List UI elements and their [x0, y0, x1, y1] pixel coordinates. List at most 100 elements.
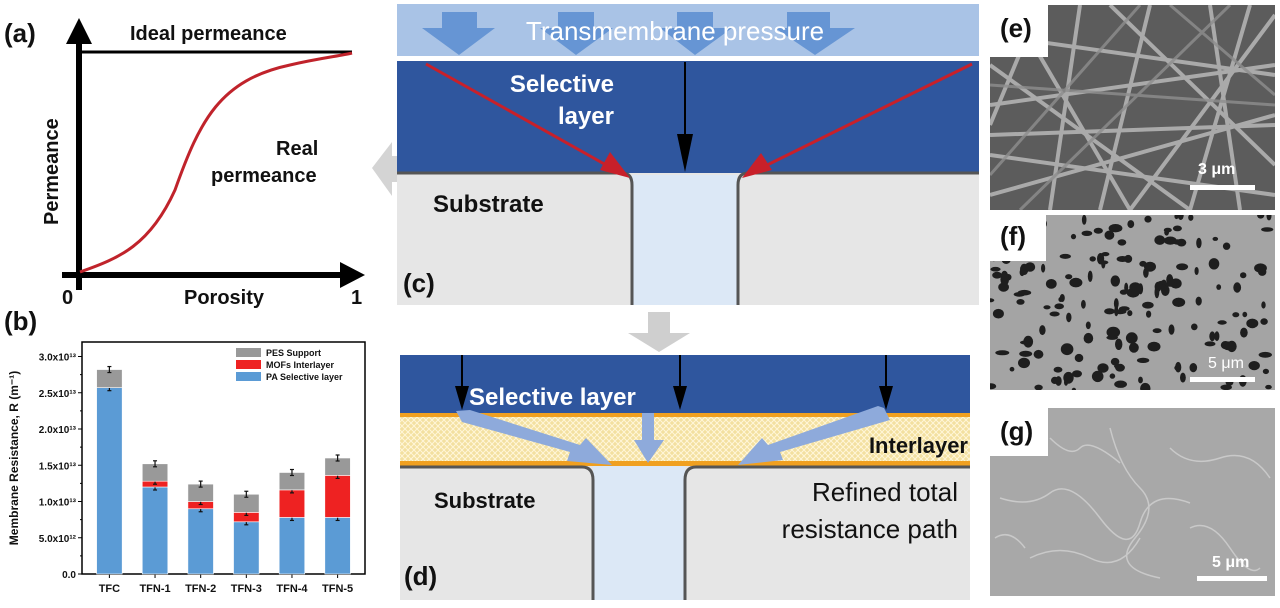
y-tick-label: 1.0x10¹³	[39, 498, 77, 509]
down-arrow-icon	[628, 312, 690, 352]
pore	[593, 466, 685, 600]
pore-hole	[1091, 370, 1104, 383]
pore-hole	[992, 308, 1004, 319]
scale-bar-g	[1197, 576, 1267, 581]
pore-hole	[1138, 376, 1143, 384]
pore-hole	[1109, 373, 1116, 379]
pore-hole	[1191, 323, 1198, 331]
pore-hole	[1039, 325, 1046, 336]
x-max-label: 1	[351, 287, 362, 309]
porous-texture	[990, 215, 1274, 390]
pore-hole	[1104, 230, 1115, 240]
pore-hole	[1266, 215, 1272, 221]
membrane-resistance-chart: 0.05.0x10¹²1.0x10¹³1.5x10¹³2.0x10¹³2.5x1…	[7, 341, 366, 595]
pore-hole	[1110, 357, 1120, 366]
ideal-permeance-label: Ideal permeance	[130, 23, 287, 45]
pore-hole	[1085, 321, 1091, 330]
scale-label-f: 5 μm	[1208, 355, 1244, 372]
pore-hole	[1093, 227, 1103, 234]
pore-hole	[1233, 282, 1242, 293]
x-tick-label: TFN-5	[322, 583, 353, 595]
panel-a: Ideal permeance Real permeance Permeance…	[0, 0, 370, 315]
flow-arrows	[456, 406, 890, 465]
pore-hole	[1265, 384, 1272, 390]
pore-hole	[1129, 342, 1139, 353]
pore-hole	[1240, 272, 1247, 279]
legend-label: PES Support	[266, 348, 321, 358]
panel-label-d: (d)	[404, 561, 437, 591]
pore-hole	[1083, 332, 1094, 344]
x-tick-label: TFN-1	[139, 583, 170, 595]
pore-hole	[1041, 263, 1046, 273]
pore-hole	[1106, 335, 1118, 340]
y-tick-label: 3.0x10¹³	[39, 353, 77, 364]
legend-swatch	[236, 348, 261, 357]
sem-image-g: (g) 5 μm	[990, 408, 1275, 596]
x-min-label: 0	[62, 287, 73, 309]
pore-hole	[1072, 370, 1082, 378]
y-tick-label: 1.5x10¹³	[39, 461, 77, 472]
plot-frame	[81, 341, 366, 575]
pore-hole	[1063, 371, 1074, 384]
pore-hole	[1043, 305, 1051, 310]
pore-hole	[992, 271, 1002, 279]
bar-segment-pa-selective-layer	[187, 508, 214, 575]
legend-swatch	[236, 372, 261, 381]
interlayer-top-edge	[400, 413, 970, 417]
selective-label-1: Selective	[510, 71, 614, 98]
red-arrowhead-right	[742, 153, 772, 178]
scale-bar-e	[1190, 185, 1255, 190]
pore-hole	[1258, 351, 1272, 358]
pore-hole	[1262, 368, 1269, 375]
pore-hole	[1000, 270, 1009, 283]
scale-bar-f	[1190, 377, 1255, 382]
pore-hole	[1195, 296, 1202, 306]
pore-hole	[1060, 343, 1074, 356]
pore-hole	[1144, 215, 1152, 223]
pore-hole	[1163, 236, 1177, 245]
pore-hole	[1081, 299, 1086, 309]
pore-hole	[1164, 282, 1177, 287]
interlayer-bottom-edge	[400, 461, 970, 466]
pore-hole	[1261, 301, 1266, 309]
panel-label-e: (e)	[1000, 13, 1032, 43]
pore-hole	[1106, 326, 1121, 338]
pore-hole	[1146, 310, 1152, 318]
pore-hole	[1033, 349, 1044, 359]
x-tick-label: TFN-2	[185, 583, 216, 595]
pore-hole	[1204, 341, 1216, 347]
pore-hole	[1212, 236, 1219, 241]
y-axis-label: Membrane Resistance, R (m⁻¹)	[7, 371, 21, 545]
pore-hole	[1108, 224, 1123, 233]
bar-segment-mofs-interlayer	[278, 489, 306, 518]
pore-hole	[1074, 353, 1084, 363]
substrate-label: Substrate	[433, 191, 544, 218]
pore-hole	[1254, 263, 1267, 273]
pore-hole	[1168, 324, 1175, 335]
pore-hole	[1222, 341, 1234, 351]
pore-hole	[1019, 350, 1033, 357]
pore-hole	[1152, 328, 1162, 334]
pore-hole	[1129, 282, 1142, 293]
legend-label: PA Selective layer	[266, 372, 343, 382]
pore-hole	[1257, 215, 1265, 219]
bar-segment-mofs-interlayer	[324, 475, 351, 518]
black-arrowhead	[677, 134, 693, 172]
pore-hole	[1114, 363, 1123, 369]
pore-hole	[1214, 331, 1220, 342]
pore-hole	[1117, 239, 1127, 246]
pore-hole	[1009, 366, 1015, 372]
pore-hole	[1125, 332, 1138, 344]
pore-hole	[1144, 261, 1156, 272]
pore-hole	[1023, 335, 1034, 348]
pore-hole	[1161, 285, 1170, 296]
permeance-porosity-plot: Ideal permeance Real permeance Permeance…	[41, 18, 365, 309]
pore-wall-left	[400, 465, 595, 600]
pore-hole	[1216, 284, 1222, 290]
path-label-2: resistance path	[782, 514, 958, 544]
pore-hole	[1246, 318, 1259, 329]
pore-hole	[1081, 215, 1087, 225]
pore-hole	[1115, 338, 1123, 350]
pore-hole	[1104, 308, 1115, 315]
pore-hole	[1098, 260, 1109, 265]
